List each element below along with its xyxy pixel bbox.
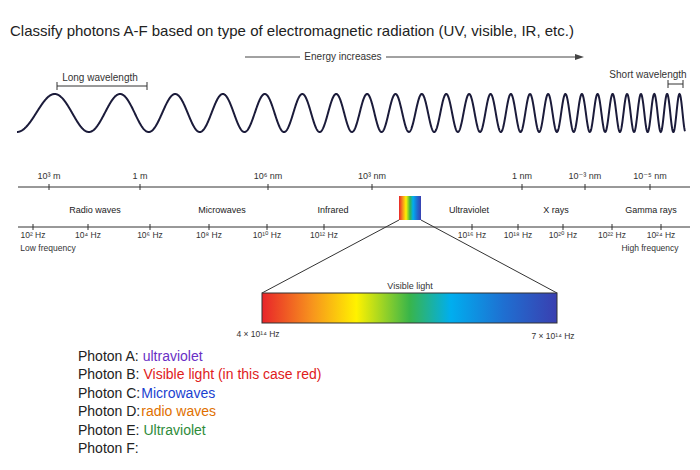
axis-note: Low frequency [20, 244, 75, 254]
axis-tick [140, 184, 141, 190]
title: Classify photons A-F based on type of el… [10, 22, 574, 39]
photon-label: Photon D: [78, 403, 140, 419]
axis-tick [472, 224, 473, 230]
axis-title: Energy increases [300, 51, 385, 63]
photon-answer: Microwaves [141, 385, 215, 401]
frequency-value: 10⁴ Hz [75, 231, 101, 241]
wavelength-value: 10⁶ nm [254, 171, 283, 181]
frequency-value: 10⁶ Hz [137, 231, 163, 241]
wavelength-bracket [57, 82, 147, 90]
frequency-value: 10²² Hz [598, 231, 626, 241]
frequency-value: 10²⁰ Hz [549, 231, 577, 241]
axis-tick [522, 184, 523, 190]
axis-tick [49, 184, 50, 190]
axis-tick [88, 224, 89, 230]
zoom-line [421, 220, 557, 293]
photon-label: Photon B: [78, 366, 140, 382]
photon-answer: Visible light (in this case red) [144, 366, 322, 382]
axis-ticks [33, 224, 661, 230]
frequency-value: 10²⁴ Hz [647, 231, 676, 241]
photon-label: Photon E: [78, 422, 140, 438]
axis-tick [372, 184, 373, 190]
axis-tick [209, 224, 210, 230]
wavelength-value: 10⁻³ nm [569, 171, 602, 181]
photon-answer: Ultraviolet [144, 422, 206, 438]
frequency-value: 10² Hz [20, 231, 45, 241]
photon-label: Photon A: [78, 348, 139, 364]
spectrum-label: Visible light [387, 281, 432, 291]
region-name: Infrared [317, 205, 348, 215]
frequency-value: 10¹⁰ Hz [253, 231, 281, 241]
wavelength-bracket [668, 80, 683, 88]
wavelength-value: 10⁻⁵ nm [633, 171, 667, 181]
axis-tick [267, 224, 268, 230]
visible-band [399, 196, 421, 220]
region-name: Gamma rays [625, 205, 677, 215]
wavelength-value: 1 nm [512, 171, 532, 181]
frequency-axis [18, 227, 690, 228]
axis-tick [661, 224, 662, 230]
frequency-value: 10⁸ Hz [196, 231, 222, 241]
frequency-value: 7 × 10¹⁴ Hz [531, 332, 574, 342]
region-name: Microwaves [198, 205, 246, 215]
axis-tick [518, 224, 519, 230]
bracket-label: Short wavelength [609, 69, 686, 81]
wavelength-value: 10³ nm [358, 171, 386, 181]
frequency-value: 4 × 10¹⁴ Hz [236, 330, 279, 340]
axis-tick [612, 224, 613, 230]
wavelength-value: 1 m [132, 171, 147, 181]
region-name: X rays [543, 205, 569, 215]
frequency-value: 10¹⁸ Hz [504, 231, 533, 241]
arrow-head [575, 54, 584, 60]
axis-ticks [49, 184, 650, 190]
axis-tick [585, 184, 586, 190]
photon-answer: ultraviolet [143, 348, 203, 364]
axis-tick [150, 224, 151, 230]
wave [17, 94, 685, 132]
wavelength-axis [18, 187, 690, 188]
bracket-label: Long wavelength [62, 72, 138, 84]
photon-answer: radio waves [141, 403, 216, 419]
wavelength-value: 10³ m [37, 171, 60, 181]
energy-arrow [245, 57, 576, 58]
frequency-value: 10¹⁶ Hz [458, 231, 487, 241]
region-name: Radio waves [69, 205, 121, 215]
axis-tick [650, 184, 651, 190]
frequency-value: 10¹² Hz [310, 231, 338, 241]
region-name: Ultraviolet [449, 205, 489, 215]
photon-label: Photon F: [78, 440, 139, 456]
visible-spectrum [262, 293, 557, 323]
photon-label: Photon C: [78, 385, 140, 401]
axis-tick [324, 224, 325, 230]
axis-tick [33, 224, 34, 230]
zoom-line [262, 220, 399, 293]
axis-tick [268, 184, 269, 190]
axis-note: High frequency [621, 244, 678, 254]
axis-tick [563, 224, 564, 230]
